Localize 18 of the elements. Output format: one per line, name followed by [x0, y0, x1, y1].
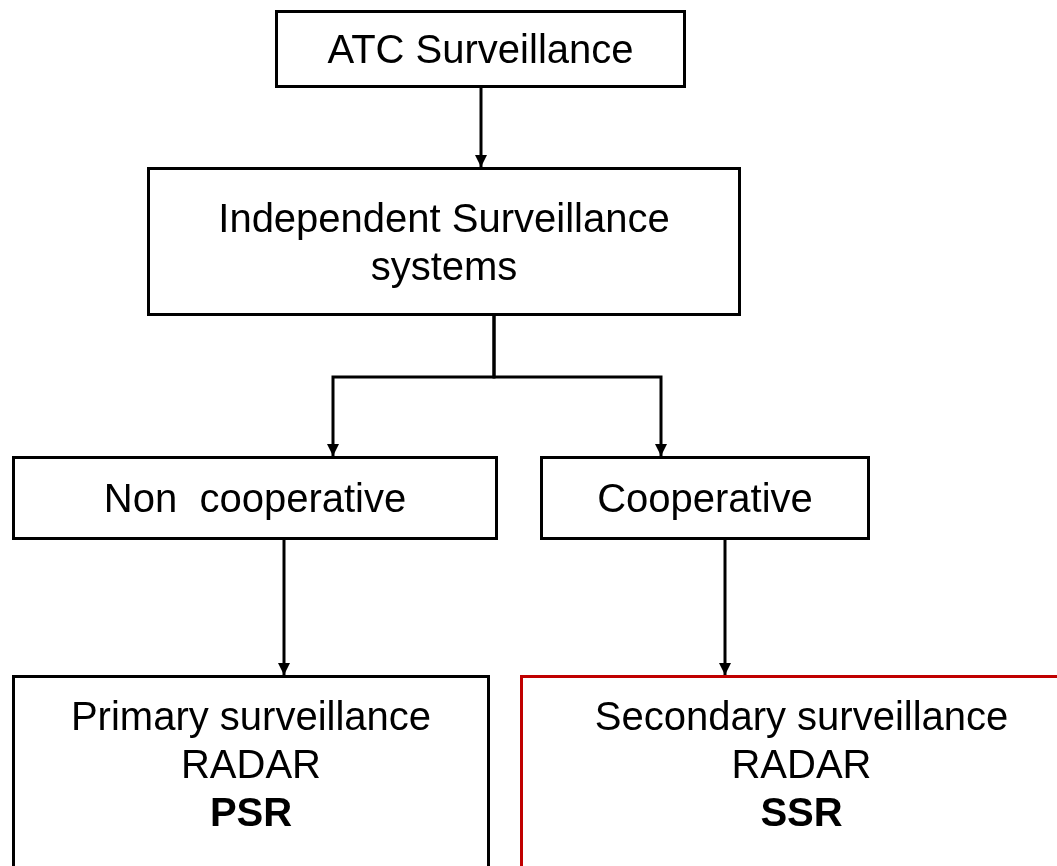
arrow [278, 540, 290, 675]
box-label: ATC Surveillance [327, 26, 634, 73]
box-label: Primary surveillance RADAR [69, 693, 433, 788]
abbreviation-label: PSR [209, 789, 293, 836]
process-box [520, 675, 1057, 866]
arrow [719, 540, 731, 675]
process-box [275, 10, 686, 88]
process-box [540, 456, 870, 540]
abbreviation-label: SSR [760, 789, 843, 836]
arrow [492, 316, 667, 456]
box-label: Secondary surveillance RADAR [593, 693, 1010, 788]
process-box [147, 167, 741, 316]
process-box [12, 456, 498, 540]
arrow [475, 88, 487, 167]
box-label: Cooperative [597, 475, 813, 522]
box-label: Independent Surveillance systems [217, 194, 671, 290]
process-box [12, 675, 490, 866]
box-label: Non cooperative [103, 475, 407, 522]
